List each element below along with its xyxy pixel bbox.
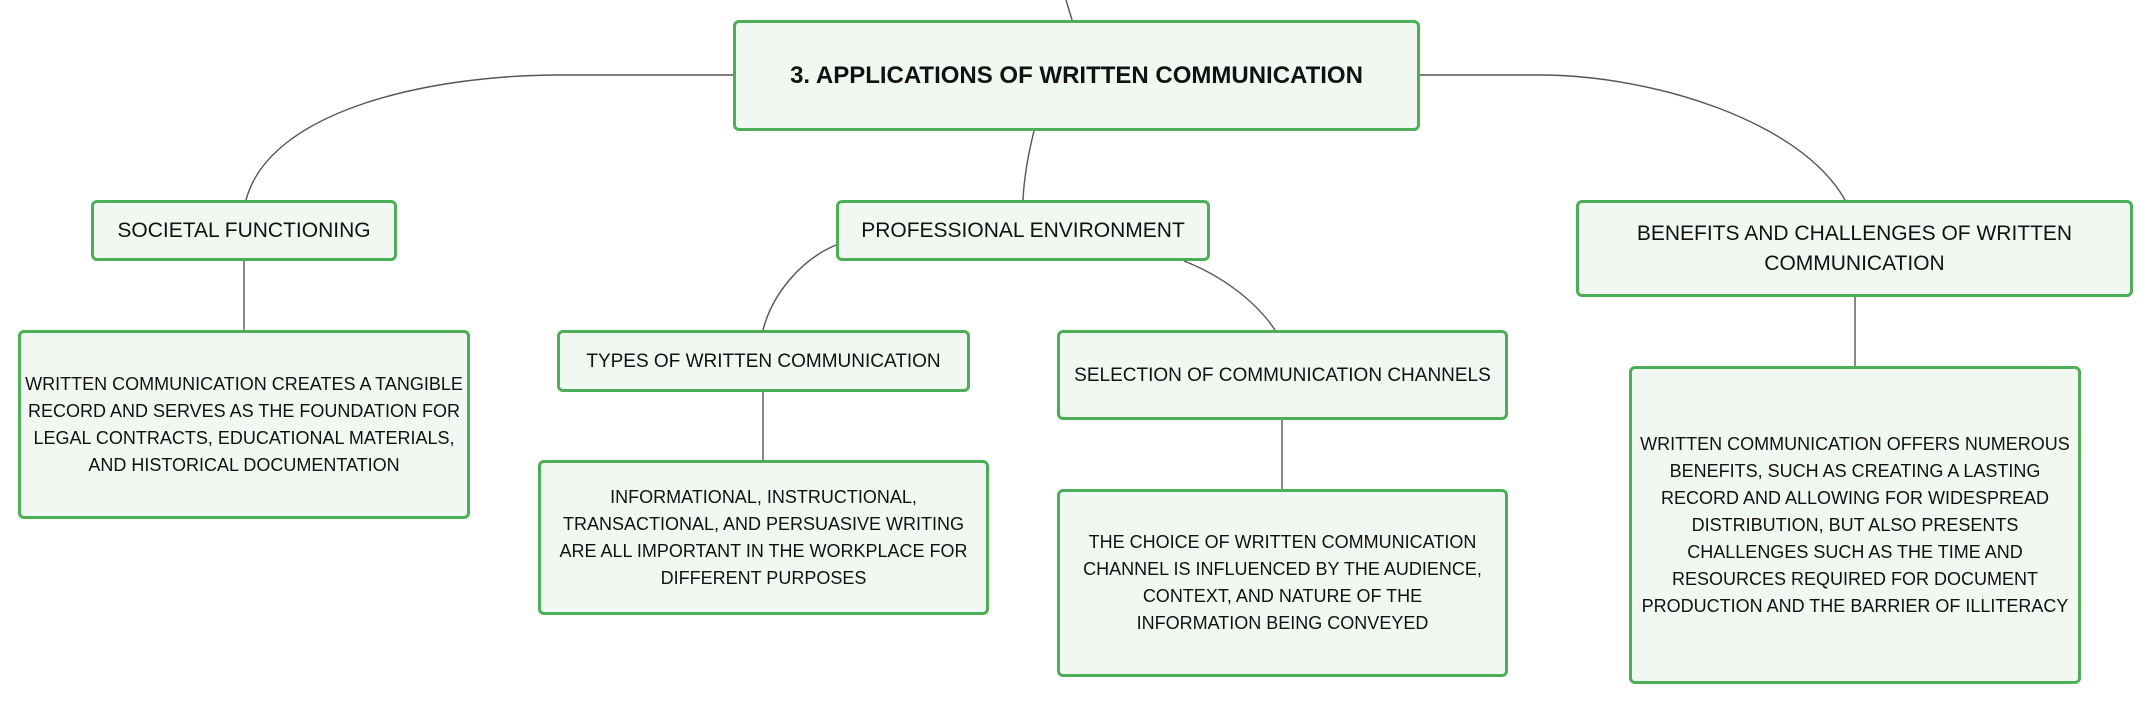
selection-of-channels-node[interactable]: SELECTION OF COMMUNICATION CHANNELS bbox=[1057, 330, 1508, 420]
benefits-challenges-node[interactable]: BENEFITS AND CHALLENGES OF WRITTEN COMMU… bbox=[1576, 200, 2133, 297]
connector-professional-to-types bbox=[762, 244, 837, 331]
types-of-written-communication-label: TYPES OF WRITTEN COMMUNICATION bbox=[586, 350, 941, 372]
types-of-written-communication-node[interactable]: TYPES OF WRITTEN COMMUNICATION bbox=[557, 330, 970, 392]
selection-of-channels-detail-text: THE CHOICE OF WRITTEN COMMUNICATION CHAN… bbox=[1083, 532, 1482, 633]
professional-environment-node[interactable]: PROFESSIONAL ENVIRONMENT bbox=[836, 200, 1210, 261]
selection-of-channels-detail-node[interactable]: THE CHOICE OF WRITTEN COMMUNICATION CHAN… bbox=[1057, 489, 1508, 677]
connector-professional-to-selection bbox=[1183, 260, 1276, 331]
root-node[interactable]: 3. APPLICATIONS OF WRITTEN COMMUNICATION bbox=[733, 20, 1420, 131]
benefits-challenges-detail-text: WRITTEN COMMUNICATION OFFERS NUMEROUS BE… bbox=[1640, 433, 2070, 616]
connector-root-to-professional bbox=[1022, 130, 1035, 201]
benefits-challenges-label: BENEFITS AND CHALLENGES OF WRITTEN COMMU… bbox=[1636, 221, 2073, 275]
societal-functioning-detail-node[interactable]: WRITTEN COMMUNICATION CREATES A TANGIBLE… bbox=[18, 330, 470, 519]
selection-of-channels-label: SELECTION OF COMMUNICATION CHANNELS bbox=[1074, 364, 1491, 386]
societal-functioning-detail-text: WRITTEN COMMUNICATION CREATES A TANGIBLE… bbox=[25, 373, 463, 475]
types-of-written-communication-detail-node[interactable]: INFORMATIONAL, INSTRUCTIONAL, TRANSACTIO… bbox=[538, 460, 989, 615]
professional-environment-label: PROFESSIONAL ENVIRONMENT bbox=[861, 218, 1185, 242]
societal-functioning-node[interactable]: SOCIETAL FUNCTIONING bbox=[91, 200, 397, 261]
benefits-challenges-detail-node[interactable]: WRITTEN COMMUNICATION OFFERS NUMEROUS BE… bbox=[1629, 366, 2081, 684]
root-node-label: 3. APPLICATIONS OF WRITTEN COMMUNICATION bbox=[790, 61, 1363, 89]
connector-root-to-benefits bbox=[1420, 74, 1846, 201]
types-of-written-communication-detail-text: INFORMATIONAL, INSTRUCTIONAL, TRANSACTIO… bbox=[559, 486, 968, 588]
societal-functioning-label: SOCIETAL FUNCTIONING bbox=[117, 218, 371, 242]
connector-root-to-societal bbox=[245, 74, 733, 201]
connector-root-to-parent bbox=[1065, 0, 1073, 21]
